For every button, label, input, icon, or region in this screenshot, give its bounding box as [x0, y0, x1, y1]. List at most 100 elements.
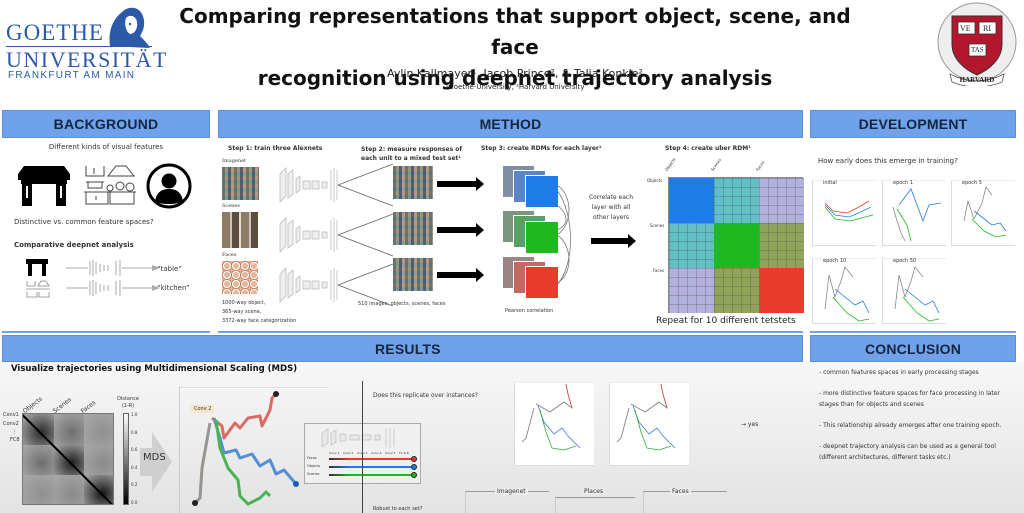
development-panel-epoch-50: epoch 50: [882, 258, 946, 324]
conclusion-header: CONCLUSION: [810, 335, 1016, 362]
matrix-row-label-fc8: FC8: [10, 437, 20, 443]
background-subtitle: Different kinds of visual features: [48, 143, 164, 151]
distance-block-scenes-objects: [23, 444, 54, 476]
results-header: RESULTS: [2, 335, 803, 362]
rdm-col-label-objects: Objects: [663, 156, 677, 172]
authors: Aylin Kallmayer¹, Jacob Prince², & Talia…: [387, 67, 643, 80]
network-diagram-small: [66, 260, 160, 296]
colorbar-title-line1: Distance: [117, 396, 139, 402]
arrow-right-3: [437, 268, 484, 282]
step4-label: Step 4: create uber RDM¹: [665, 145, 751, 152]
legend-layer-label: FC 6-8: [399, 451, 409, 455]
replicate-trajectory-set-2: [616, 383, 676, 451]
matrix-row-label-conv1: Conv1: [3, 412, 19, 418]
colorbar-tick-label: 0.8: [131, 429, 138, 435]
goethe-logo-line2: UNIVERSITÄT: [6, 47, 168, 72]
distance-matrix: [22, 413, 114, 505]
comparative-heading: Comparative deepnet analysis: [14, 241, 134, 249]
rdm-scenes-front: [525, 221, 559, 254]
dataset-imagenet-label: Imagenet: [222, 158, 247, 164]
correlate-line2: layer with all: [591, 204, 631, 211]
distance-block-faces-scenes: [53, 475, 85, 504]
results-heading: RESULTS: [375, 340, 441, 357]
distance-block-scenes-faces: [84, 444, 113, 476]
table-icon: [18, 166, 70, 206]
rdm-objects-front: [525, 175, 559, 208]
goethe-logo: GOETHE UNIVERSITÄT FRANKFURT AM MAIN: [4, 2, 166, 82]
goethe-logo-line3: FRANKFURT AM MAIN: [8, 70, 136, 81]
method-header: METHOD: [218, 110, 803, 138]
rdm-block-scenes-objects: [669, 223, 714, 268]
trajectory-faces: [211, 392, 278, 440]
step2-label: Step 2: measure responses of each unit t…: [361, 145, 462, 163]
matrix-row-label-ellipsis: ⋮: [12, 429, 17, 435]
legend-row-endpoint: [411, 472, 417, 478]
harvard-logo: VE RI TAS HARVARD: [936, 2, 1018, 88]
alexnet-diagrams: [279, 163, 394, 307]
development-trajectory: [894, 266, 940, 322]
development-heading: DEVELOPMENT: [858, 116, 968, 132]
dataset-scenes-label: Scenes: [222, 203, 240, 209]
replicate-trajectory-set-1: [521, 383, 581, 451]
correlate-line1: Correlate each: [588, 194, 633, 201]
method-divider: [218, 331, 803, 333]
development-question: How early does this emerge in training?: [818, 157, 958, 165]
development-panel-initial: initial: [812, 180, 876, 246]
output-label-kitchen: “kitchen”: [157, 284, 190, 292]
matrix-row-label-conv2: Conv2: [3, 421, 19, 427]
colorbar-tick-label: 0.6: [131, 447, 138, 452]
development-panel-label: epoch 50: [893, 258, 917, 264]
distance-block-faces-objects: [23, 475, 54, 504]
correlate-line3: other layers: [592, 214, 630, 221]
small-table-icon: [26, 259, 48, 276]
legend-row-label: Objects: [307, 464, 321, 468]
mds-arrow-icon: [140, 432, 172, 492]
colorbar-tick-label: 0.0: [131, 499, 138, 505]
person-silhouette-icon: [146, 163, 192, 209]
legend-row-label: Faces: [307, 456, 317, 460]
background-question: Distinctive vs. common feature spaces?: [14, 218, 154, 226]
rdm-block-faces-objects: [669, 268, 714, 313]
uber-rdm-matrix: [668, 177, 804, 313]
colorbar-tick-label: 1.0: [131, 412, 138, 417]
development-trajectory: [824, 266, 870, 322]
affiliations: ¹Goethe-University, ²Harvard University: [445, 83, 585, 91]
arrow-right-2: [437, 223, 484, 237]
trajectory-objects: [212, 417, 298, 485]
mds-plot-frame: [179, 387, 329, 513]
colorbar-tick-label: 0.2: [131, 482, 138, 487]
arrow-right-4: [591, 234, 636, 248]
rdm-col-label-faces: Faces: [754, 160, 766, 172]
pearson-connector-curves: [556, 184, 571, 286]
distance-block-objects-faces: [84, 414, 113, 445]
rdm-block-objects-scenes: [714, 178, 759, 223]
dataset-faces-label: Faces: [222, 252, 237, 258]
harvard-shield-icon: [937, 2, 1017, 88]
bottom-panel-imagenet-title: Imagenet: [495, 488, 528, 495]
development-panel-label: epoch 1: [893, 180, 913, 186]
step1-note-line1: 1000-way object,: [222, 300, 266, 306]
trajectory-scenes-gray: [193, 422, 212, 505]
legend-row-endpoint: [411, 464, 417, 470]
development-panel-label: epoch 10: [823, 258, 847, 264]
step2-line2: each unit to a mixed test set¹: [361, 155, 462, 162]
faces-thumbnail: [222, 261, 258, 294]
replicate-plot-2: [609, 382, 689, 466]
poster-title-line2: recognition using deepnet trajectory ana…: [257, 66, 773, 90]
conclusion-point: - common features spaces in early proces…: [819, 369, 979, 376]
mds-trajectory-plot: [192, 391, 299, 506]
method-heading: METHOD: [479, 116, 542, 132]
legend-row-label: Scenes: [307, 472, 320, 476]
conv2-label: Conv 2: [191, 405, 215, 413]
development-header: DEVELOPMENT: [810, 110, 1016, 138]
legend-row-endpoint: [411, 456, 417, 462]
kitchen-icon: [84, 165, 136, 205]
lower-section-background: [0, 362, 1024, 513]
harvard-banner: HARVARD: [959, 76, 995, 84]
results-vertical-divider: [362, 381, 363, 513]
rdm-faces-front: [525, 266, 559, 299]
rdm-row-label-scenes: Scenes: [650, 223, 665, 228]
development-panel-label: initial: [823, 180, 837, 186]
correlate-text: Correlate each layer with all other laye…: [582, 193, 640, 223]
results-subheading: Visualize trajectories using Multidimens…: [11, 364, 298, 374]
